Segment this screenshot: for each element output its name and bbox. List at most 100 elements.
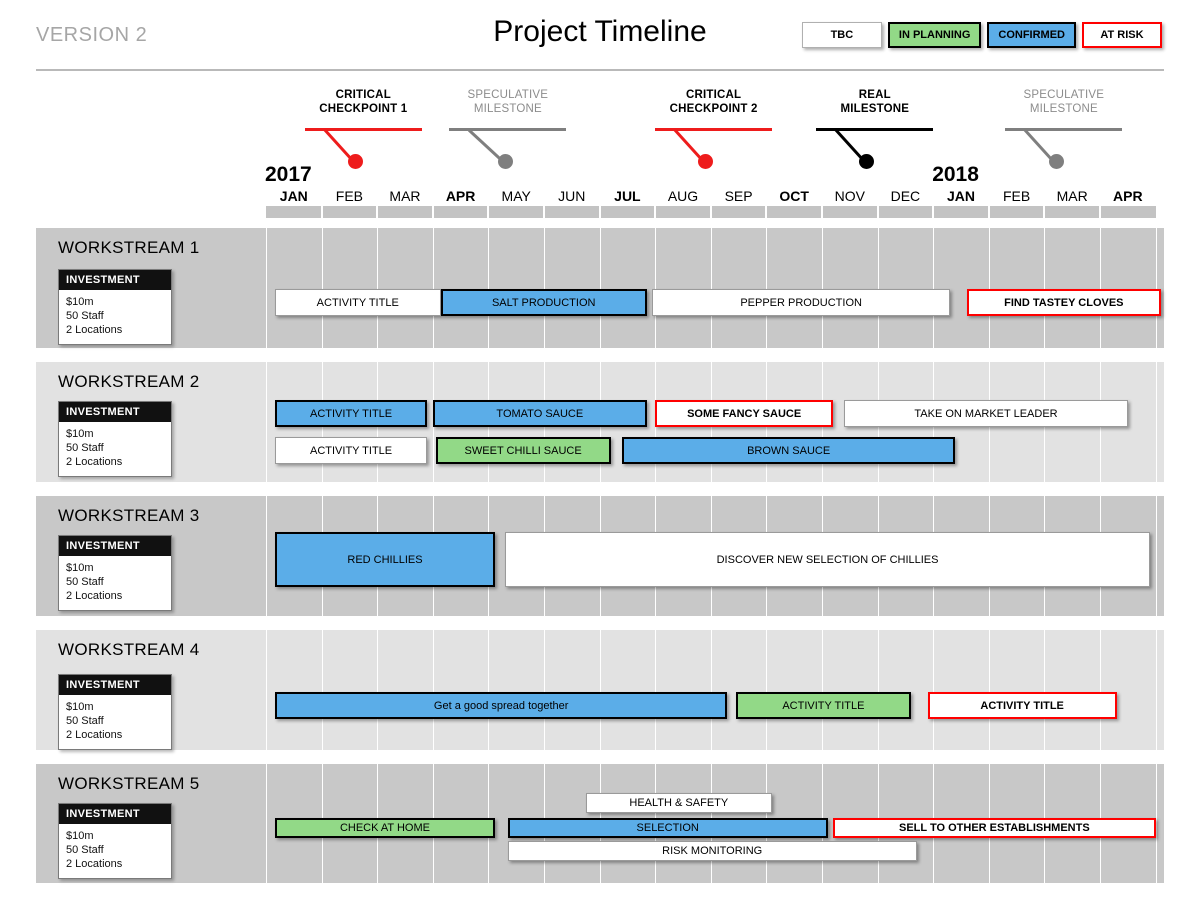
activity-bar[interactable]: ACTIVITY TITLE — [735, 692, 911, 719]
gridline — [1155, 362, 1157, 482]
activity-bar[interactable]: SELL TO OTHER ESTABLISHMENTS — [833, 818, 1156, 838]
gridline — [377, 630, 379, 750]
gridline — [321, 630, 323, 750]
page-title: Project Timeline — [493, 15, 707, 48]
gridline — [266, 228, 267, 348]
month-label-8: SEP — [724, 188, 753, 204]
version-label: VERSION 2 — [36, 24, 148, 46]
strip-separator — [654, 206, 657, 218]
milestone-rule — [1005, 128, 1123, 131]
activity-bar[interactable]: ACTIVITY TITLE — [274, 437, 428, 464]
legend-chip-planning[interactable]: IN PLANNING — [887, 22, 982, 48]
investment-line: 2 Locations — [66, 858, 123, 870]
investment-line: $10m — [66, 296, 94, 308]
workstream-title-3: WORKSTREAM 3 — [58, 506, 200, 525]
investment-line: $10m — [66, 562, 94, 574]
milestone-dot — [347, 154, 363, 169]
gridline — [766, 228, 768, 348]
investment-line: $10m — [66, 701, 94, 713]
activity-bar[interactable]: PEPPER PRODUCTION — [652, 289, 950, 316]
workstream-title-1: WORKSTREAM 1 — [58, 238, 200, 257]
investment-line: 50 Staff — [66, 310, 104, 322]
investment-line: 50 Staff — [66, 576, 104, 588]
gridline — [1155, 630, 1157, 750]
strip-separator — [765, 206, 768, 218]
milestone-dot — [1048, 154, 1064, 169]
milestone-rule — [816, 128, 934, 131]
legend-chip-confirmed[interactable]: CONFIRMED — [987, 22, 1076, 48]
activity-bar[interactable]: TAKE ON MARKET LEADER — [844, 400, 1128, 427]
activity-bar[interactable]: RISK MONITORING — [507, 841, 917, 861]
investment-heading: INVESTMENT — [59, 675, 171, 695]
strip-separator — [1099, 206, 1101, 218]
activity-bar[interactable]: BROWN SAUCE — [621, 437, 956, 464]
investment-details: $10m 50 Staff 2 Locations — [59, 556, 171, 610]
gridline — [544, 630, 545, 750]
gridline — [599, 630, 601, 750]
month-label-3: APR — [445, 188, 476, 204]
investment-line: 2 Locations — [66, 456, 123, 468]
activity-bar[interactable]: SWEET CHILLI SAUCE — [435, 437, 611, 464]
investment-line: 50 Staff — [66, 844, 104, 856]
activity-bar[interactable]: ACTIVITY TITLE — [274, 400, 428, 427]
activity-bar[interactable]: RED CHILLIES — [274, 532, 496, 587]
activity-bar[interactable]: HEALTH & SAFETY — [585, 793, 772, 813]
gridline — [766, 630, 768, 750]
strip-separator — [431, 206, 434, 218]
legend-chip-tbc[interactable]: TBC — [801, 22, 882, 48]
activity-bar[interactable]: ACTIVITY TITLE — [274, 289, 441, 316]
month-label-13: FEB — [1002, 188, 1031, 204]
milestone-dot — [859, 154, 875, 169]
month-label-0: JAN — [279, 188, 308, 204]
investment-line: $10m — [66, 830, 94, 842]
month-label-6: JUL — [614, 188, 641, 204]
gridline — [1155, 228, 1157, 348]
investment-box: INVESTMENT $10m 50 Staff 2 Locations — [58, 674, 172, 750]
strip-separator — [987, 206, 990, 218]
strip-separator — [598, 206, 601, 218]
gridline — [877, 630, 879, 750]
investment-line: $10m — [66, 428, 94, 440]
activity-bar[interactable]: SALT PRODUCTION — [440, 289, 647, 316]
gridline — [710, 228, 712, 348]
workstream-title-2: WORKSTREAM 2 — [58, 372, 200, 391]
investment-heading: INVESTMENT — [59, 804, 171, 824]
month-label-2: MAR — [389, 188, 421, 204]
legend-chip-risk[interactable]: AT RISK — [1082, 22, 1162, 48]
investment-line: 50 Staff — [66, 442, 104, 454]
month-label-5: JUN — [558, 188, 586, 204]
activity-bar[interactable]: FIND TASTEY CLOVES — [966, 289, 1162, 316]
activity-bar[interactable]: ACTIVITY TITLE — [927, 692, 1117, 719]
gridline — [877, 228, 879, 348]
gridline — [266, 630, 267, 750]
activity-bar[interactable]: SELECTION — [507, 818, 828, 838]
investment-line: 50 Staff — [66, 715, 104, 727]
gridline — [1044, 228, 1046, 348]
month-label-9: OCT — [779, 188, 809, 204]
investment-box: INVESTMENT $10m 50 Staff 2 Locations — [58, 803, 172, 879]
activity-bar[interactable]: Get a good spread together — [274, 692, 728, 719]
investment-line: 2 Locations — [66, 729, 123, 741]
gridline — [822, 630, 823, 750]
investment-details: $10m 50 Staff 2 Locations — [59, 824, 171, 878]
investment-line: 2 Locations — [66, 590, 123, 602]
gridline — [266, 764, 267, 883]
activity-bar[interactable]: CHECK AT HOME — [274, 818, 496, 838]
activity-bar[interactable]: SOME FANCY SAUCE — [655, 400, 834, 427]
activity-bar[interactable]: DISCOVER NEW SELECTION OF CHILLIES — [505, 532, 1151, 587]
workstream-title-4: WORKSTREAM 4 — [58, 640, 200, 659]
gridline — [988, 630, 990, 750]
header-divider — [36, 69, 1164, 71]
strip-separator — [821, 206, 823, 218]
activity-bar[interactable]: TOMATO SAUCE — [432, 400, 647, 427]
